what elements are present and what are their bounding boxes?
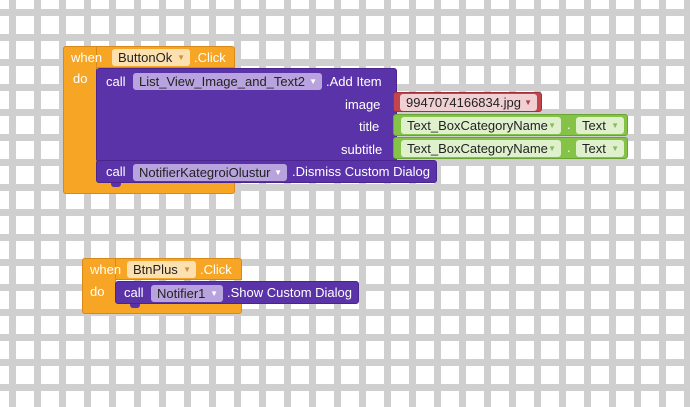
property-dropdown-title[interactable]: Text▼ — [576, 117, 624, 134]
chevron-down-icon: ▼ — [309, 77, 317, 86]
chevron-down-icon: ▼ — [548, 144, 556, 153]
component-dropdown-notifier1[interactable]: Notifier1▼ — [151, 285, 223, 302]
block-notch — [130, 304, 140, 308]
event-name-label: .Click — [200, 262, 232, 277]
arg-label-subtitle: subtitle — [341, 142, 383, 157]
when-label: when — [90, 262, 122, 277]
chevron-down-icon: ▼ — [210, 289, 218, 298]
event-block-btnplus-click[interactable]: when BtnPlus▼ .Click do — [82, 258, 242, 314]
component-dropdown-list-view[interactable]: List_View_Image_and_Text2▼ — [133, 73, 322, 90]
event-name-label: .Click — [194, 50, 226, 65]
call-label: call — [106, 164, 126, 179]
when-label: when — [71, 50, 103, 65]
chevron-down-icon: ▼ — [611, 121, 619, 130]
text-value-field[interactable]: 9947074166834.jpg▼ — [400, 94, 537, 111]
component-dropdown-subtitle[interactable]: Text_BoxCategoryName▼ — [401, 140, 561, 157]
component-dropdown-title[interactable]: Text_BoxCategoryName▼ — [401, 117, 561, 134]
method-label-add-item: .Add Item — [326, 74, 382, 89]
do-label: do — [90, 284, 105, 299]
call-label: call — [124, 285, 144, 300]
arg-label-image: image — [345, 97, 381, 112]
dot-label: . — [567, 140, 571, 155]
method-label-dismiss: .Dismiss Custom Dialog — [292, 164, 430, 179]
chevron-down-icon: ▼ — [177, 53, 185, 62]
property-dropdown-subtitle[interactable]: Text▼ — [576, 140, 624, 157]
call-label: call — [106, 74, 126, 89]
call-block-dismiss-dialog[interactable]: call NotifierKategroiOlustur▼ .Dismiss C… — [96, 160, 437, 187]
chevron-down-icon: ▼ — [611, 144, 619, 153]
chevron-down-icon: ▼ — [274, 168, 282, 177]
call-block-add-item[interactable]: call List_View_Image_and_Text2▼ .Add Ite… — [96, 68, 397, 162]
component-dropdown-buttonok[interactable]: ButtonOk▼ — [112, 49, 190, 66]
text-block-image[interactable]: 9947074166834.jpg▼ — [393, 92, 542, 112]
component-dropdown-notifier-kategori[interactable]: NotifierKategroiOlustur▼ — [133, 164, 287, 181]
chevron-down-icon: ▼ — [524, 98, 532, 107]
chevron-down-icon: ▼ — [548, 121, 556, 130]
getter-block-subtitle[interactable]: Text_BoxCategoryName▼ . Text▼ — [393, 137, 628, 159]
do-label: do — [73, 71, 88, 86]
getter-block-title[interactable]: Text_BoxCategoryName▼ . Text▼ — [393, 114, 628, 136]
call-block-show-dialog[interactable]: call Notifier1▼ .Show Custom Dialog — [115, 281, 359, 308]
dot-label: . — [567, 117, 571, 132]
component-dropdown-btnplus[interactable]: BtnPlus▼ — [127, 261, 196, 278]
method-label-show-dialog: .Show Custom Dialog — [227, 285, 352, 300]
arg-label-title: title — [359, 119, 380, 134]
chevron-down-icon: ▼ — [183, 265, 191, 274]
block-notch — [111, 183, 121, 187]
